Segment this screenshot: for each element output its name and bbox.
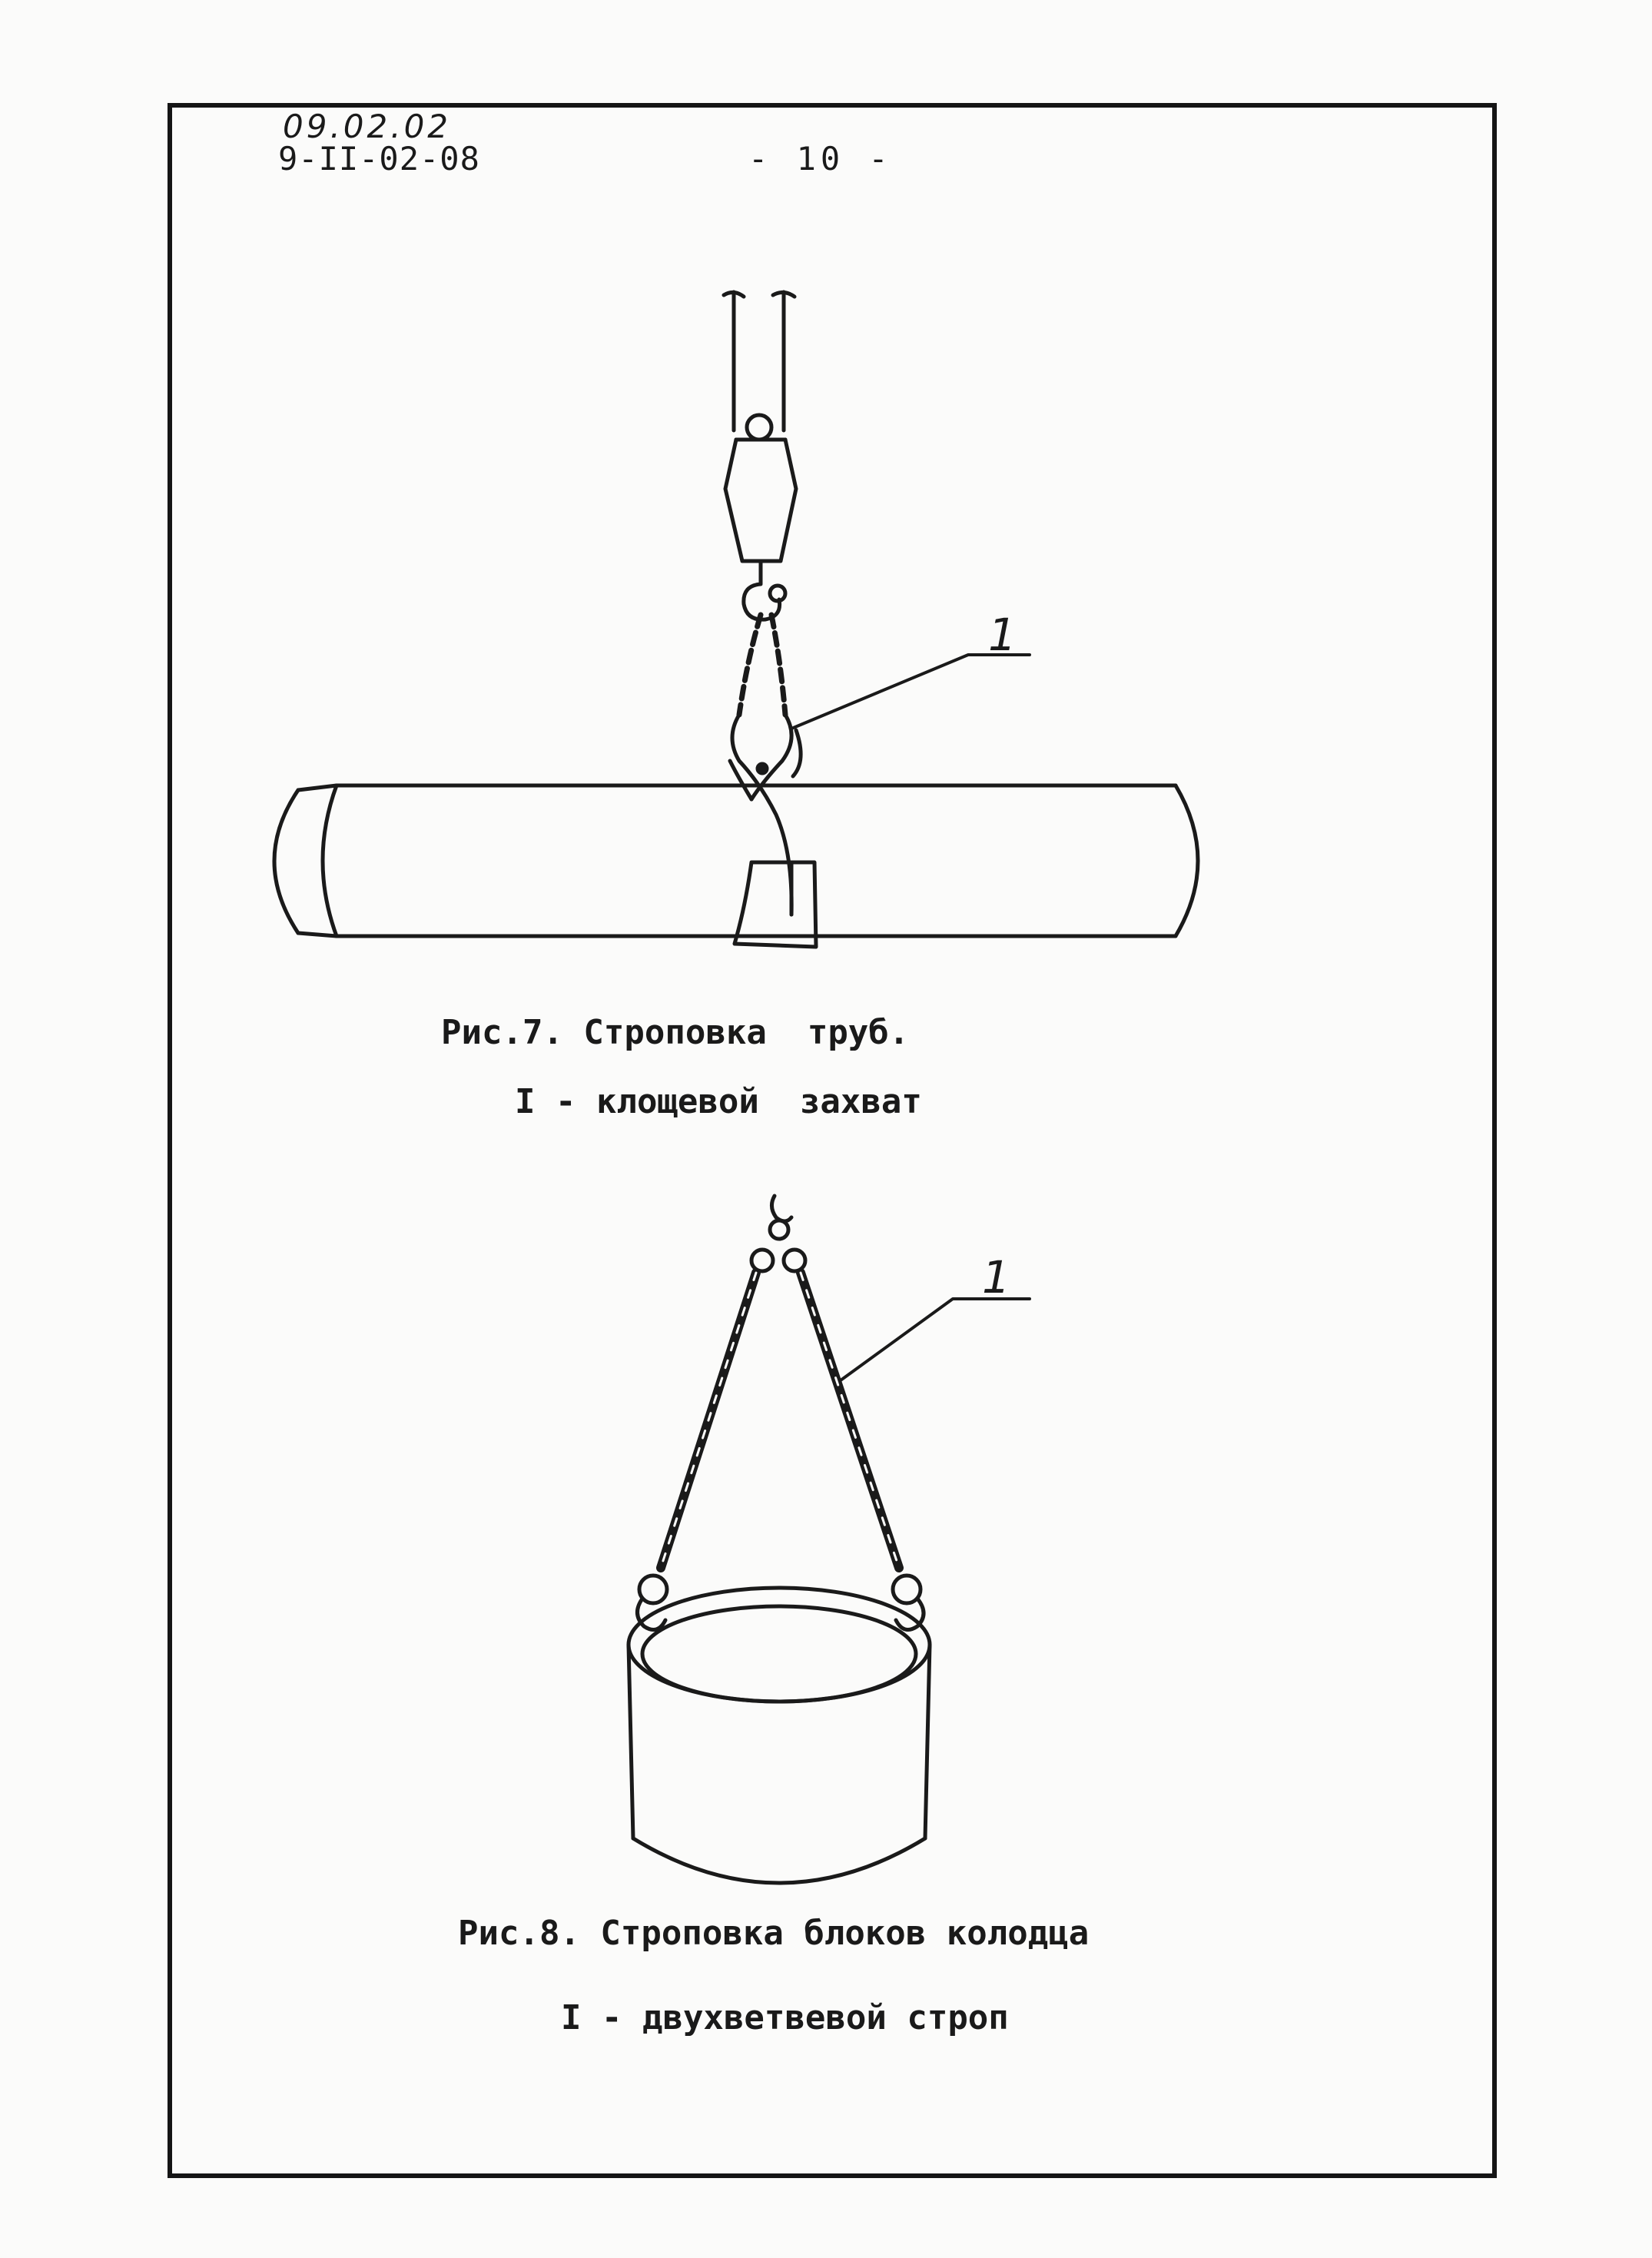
figure-8-legend: I - двухветвевой строп — [561, 1998, 1009, 2037]
figure-8-caption: Рис.8. Строповка блоков колодца — [458, 1914, 1090, 1953]
figure-7-legend: I - клощевой захват — [515, 1082, 922, 1121]
figure-7-callout-number: 1 — [988, 609, 1017, 661]
page-number: - 10 - — [748, 140, 893, 178]
figure-8-callout-number: 1 — [982, 1251, 1010, 1303]
document-number: 9-II-02-08 — [278, 140, 480, 178]
document-code: 09.02.02 — [283, 108, 452, 145]
page-border-frame — [168, 103, 1497, 2178]
figure-7-caption: Рис.7. Строповка труб. — [441, 1013, 910, 1052]
